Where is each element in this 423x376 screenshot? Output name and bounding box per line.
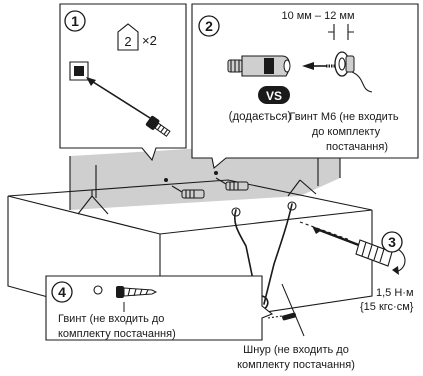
eyelet-detail	[93, 285, 103, 295]
step-2-number: 2	[205, 18, 213, 34]
panel4-screw-label-line2: комплекту постачання)	[58, 328, 176, 340]
vs-screw-part	[227, 55, 291, 77]
arrow-insert-m6	[302, 62, 314, 70]
cord-right	[263, 203, 293, 305]
tv-hole-detail	[74, 66, 84, 76]
step-1-number: 1	[71, 13, 79, 29]
cord-label-line2: комплекту постачання)	[237, 359, 355, 371]
vs-badge: VS	[258, 86, 290, 104]
tv-screw-hole-1	[164, 178, 168, 182]
cord-left	[233, 209, 259, 305]
mounted-screw-right	[215, 177, 249, 191]
step-3-group: 3 1,5 Н·м {15 кгс·см}	[360, 231, 414, 313]
screwdriver	[313, 226, 406, 275]
m6-screw-label-line2: до комплекту	[312, 126, 381, 138]
install-arrow-1	[89, 79, 151, 119]
panel-step-4: 4 Гвинт (не входить до комплекту постача…	[45, 275, 274, 341]
torque-value: 1,5 Н·м	[376, 287, 414, 299]
step-4-marker	[51, 281, 73, 303]
cord-assembly	[231, 201, 406, 321]
step-3-number: 3	[388, 234, 396, 250]
table-screw	[267, 312, 297, 321]
wood-screw-part	[116, 286, 158, 298]
tv-screw-hole-2	[214, 171, 218, 175]
torque-value-kgf: {15 кгс·см}	[360, 301, 414, 313]
cord-callout: Шнур (не входить до комплекту постачання…	[237, 283, 355, 371]
step-1-marker	[64, 10, 86, 32]
included-label: (додається)	[229, 111, 292, 123]
mounted-screw-left	[171, 185, 205, 199]
vs-badge-label: VS	[266, 89, 282, 103]
vs-screw-1	[145, 115, 171, 137]
cord-leader-line	[281, 283, 305, 337]
panel-step-2: 2 10 мм – 12 мм VS (додається	[191, 3, 419, 170]
svg-text:2: 2	[124, 34, 131, 49]
screw-length-label: 10 мм – 12 мм	[281, 10, 354, 22]
cord-ring-right	[287, 201, 297, 211]
arrow-to-eyelet	[312, 226, 322, 234]
panel-step-1: 1 2 ×2	[59, 3, 187, 162]
m6-screw-with-eyelet	[326, 51, 373, 93]
m6-screw-label-line3: постачання)	[326, 141, 388, 153]
step-4-number: 4	[58, 284, 66, 300]
step-2-marker	[198, 15, 220, 37]
screw-multiplier: ×2	[142, 33, 157, 48]
step-3-marker	[381, 231, 403, 253]
house-2-icon: 2	[117, 23, 139, 51]
tv-foot-left	[77, 190, 109, 215]
cord-label-line1: Шнур (не входить до	[243, 344, 349, 356]
m6-screw-label-line1: Гвинт M6 (не входить	[289, 111, 398, 123]
mounted-screws	[171, 177, 249, 199]
panel4-screw-label-line1: Гвинт (не входить до	[58, 313, 164, 325]
cord-ring-left	[231, 207, 241, 217]
